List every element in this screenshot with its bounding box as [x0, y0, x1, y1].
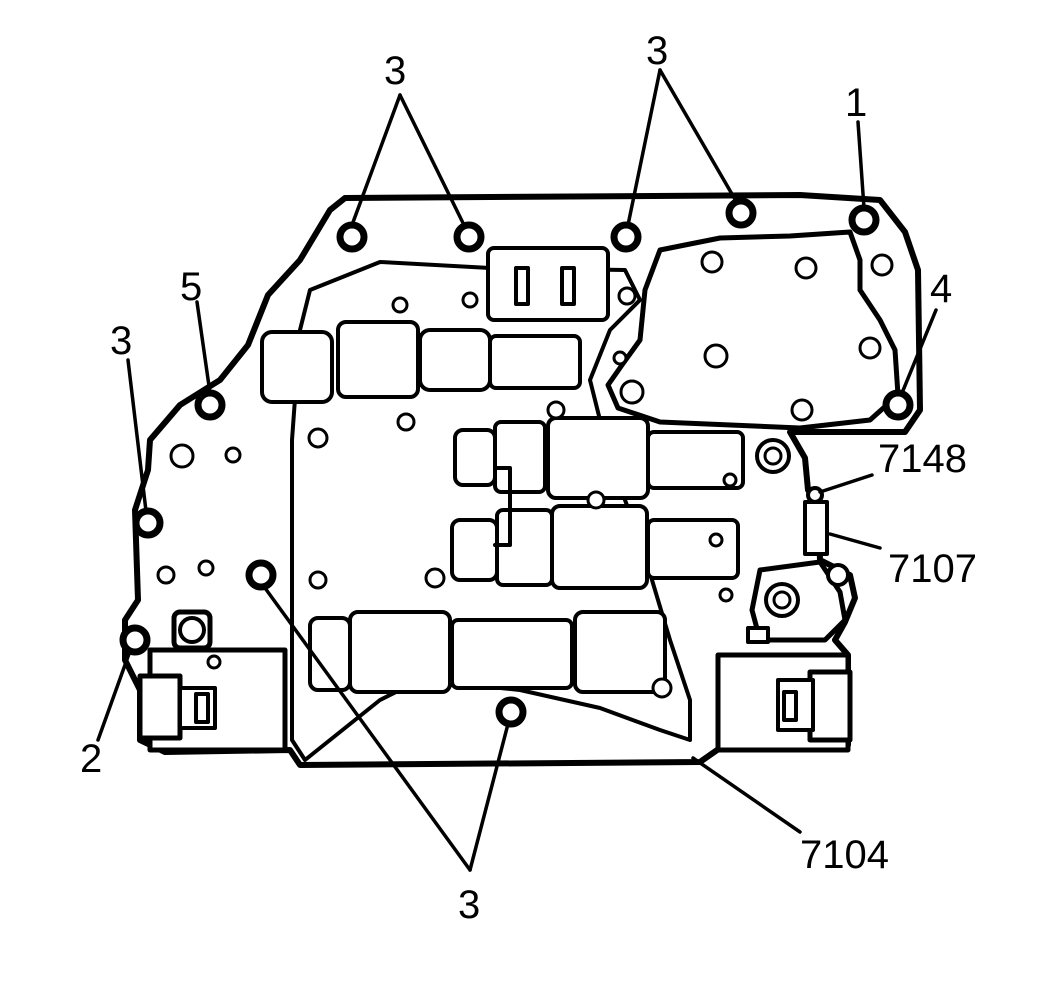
- valve-spools: [260, 246, 745, 694]
- bolt-head-left: [171, 609, 213, 651]
- shift-link: [493, 466, 512, 547]
- callout-7104: 7104: [800, 833, 889, 877]
- callout-2: 2: [80, 737, 102, 781]
- callout-5: 5: [180, 265, 202, 309]
- callout-3-top-right: 3: [646, 29, 668, 73]
- separator-plate: [290, 260, 692, 762]
- solenoid-right: [715, 652, 853, 753]
- callout-7148: 7148: [878, 437, 967, 481]
- leader-lines: [96, 68, 938, 872]
- callout-1: 1: [845, 81, 867, 125]
- callout-bolts: [119, 197, 914, 728]
- callout-4: 4: [930, 267, 952, 311]
- callout-3-bottom: 3: [458, 883, 480, 927]
- pin-7148: [803, 486, 829, 556]
- passage-holes: [156, 250, 894, 699]
- pivot-stud: [755, 438, 791, 474]
- callout-3-left: 3: [110, 319, 132, 363]
- callout-7107: 7107: [888, 547, 977, 591]
- detent-bracket: [746, 559, 850, 644]
- callout-3-top-left: 3: [384, 49, 406, 93]
